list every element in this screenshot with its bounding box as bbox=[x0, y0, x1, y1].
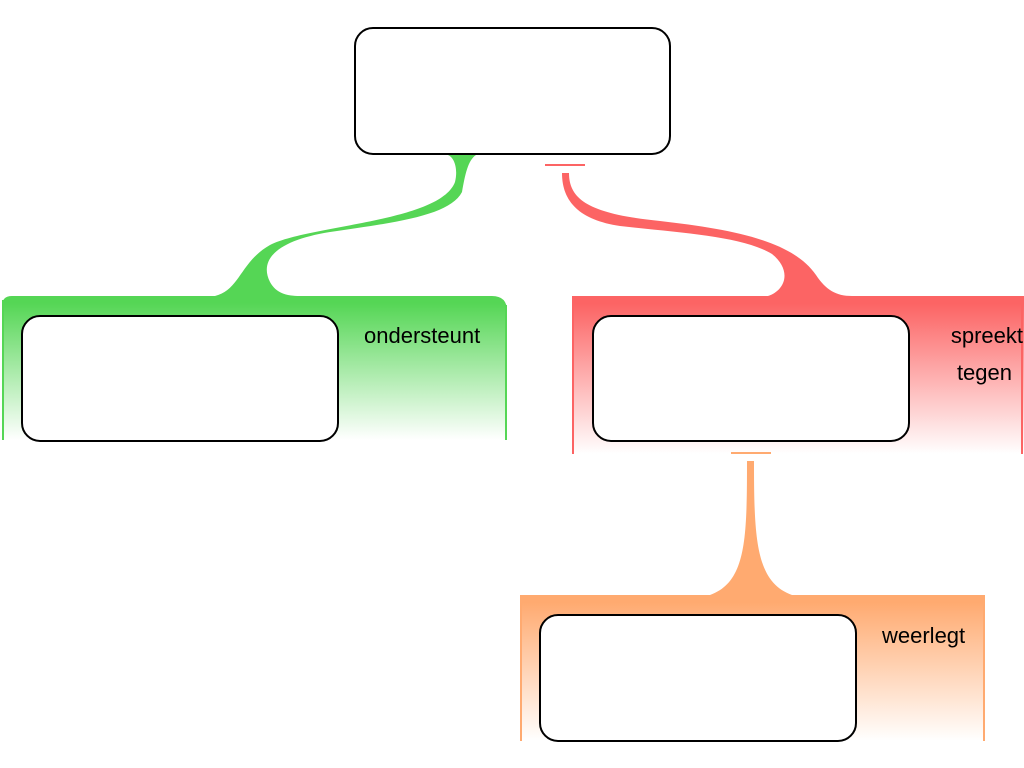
oppose-connector bbox=[562, 173, 852, 296]
rebut-node[interactable] bbox=[539, 614, 857, 742]
support-node[interactable] bbox=[21, 315, 339, 442]
rebut-label: weerlegt bbox=[881, 623, 965, 648]
support-connector bbox=[215, 155, 476, 296]
support-label: ondersteunt bbox=[364, 323, 480, 348]
oppose-label-line2: tegen bbox=[957, 360, 1012, 385]
oppose-node[interactable] bbox=[592, 315, 910, 442]
claim-node-top[interactable] bbox=[354, 27, 671, 155]
rebut-connector bbox=[710, 461, 792, 595]
oppose-label-line1: spreekt bbox=[951, 323, 1023, 348]
